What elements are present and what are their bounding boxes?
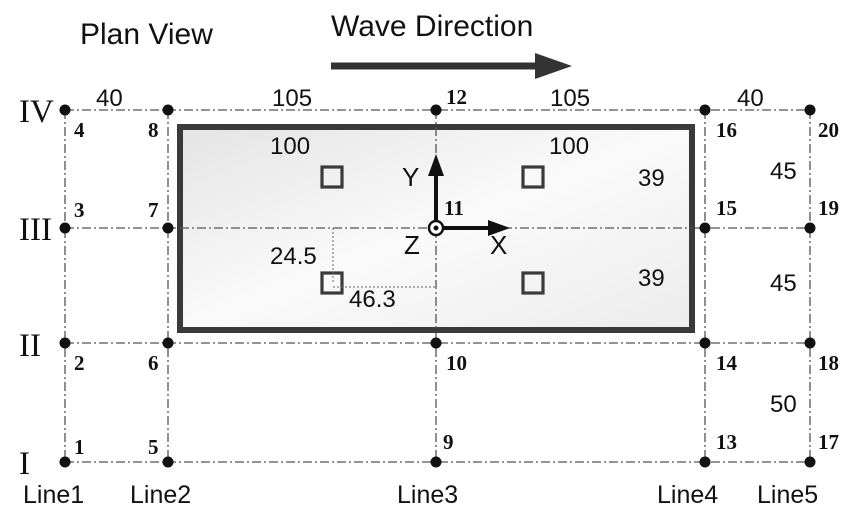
node-point-14 bbox=[699, 337, 711, 349]
node-label-19: 19 bbox=[818, 196, 839, 220]
column-square bbox=[320, 165, 344, 189]
node-label-17: 17 bbox=[818, 430, 839, 454]
dim-right-upper: 39 bbox=[638, 165, 665, 192]
node-label-6: 6 bbox=[148, 351, 159, 375]
node-label-5: 5 bbox=[148, 435, 159, 459]
spacing-right-2: 45 bbox=[770, 270, 797, 297]
y-axis-arrowhead bbox=[428, 154, 444, 176]
line-label-5: Line5 bbox=[757, 481, 818, 509]
node-point-5 bbox=[162, 456, 174, 468]
node-label-13: 13 bbox=[716, 430, 737, 454]
row-label-iii: III bbox=[19, 212, 52, 248]
node-label-3: 3 bbox=[74, 198, 85, 222]
spacing-top-3: 105 bbox=[550, 85, 590, 112]
offset-dimension-lines bbox=[332, 228, 436, 288]
node-point-3 bbox=[59, 222, 71, 234]
node-point-17 bbox=[804, 456, 816, 468]
node-point-10 bbox=[430, 337, 442, 349]
node-point-9 bbox=[430, 456, 442, 468]
node-label-18: 18 bbox=[818, 351, 839, 375]
row-label-ii: II bbox=[19, 328, 41, 364]
coordinate-axes bbox=[427, 154, 510, 237]
node-label-9: 9 bbox=[443, 430, 454, 454]
column-square bbox=[320, 271, 344, 295]
node-label-7: 7 bbox=[148, 198, 159, 222]
node-point-18 bbox=[804, 337, 816, 349]
x-axis-label: X bbox=[490, 230, 507, 260]
node-label-1: 1 bbox=[74, 435, 85, 459]
line-label-2: Line2 bbox=[130, 481, 191, 509]
offset-x-label: 46.3 bbox=[349, 286, 396, 313]
dim-top-left: 100 bbox=[270, 133, 310, 160]
node-point-8 bbox=[162, 104, 174, 116]
wave-direction-arrow bbox=[331, 53, 572, 79]
node-label-15: 15 bbox=[716, 196, 737, 220]
y-axis-label: Y bbox=[402, 162, 419, 192]
node-point-15 bbox=[699, 222, 711, 234]
row-label-i: I bbox=[19, 446, 30, 482]
columns bbox=[320, 165, 545, 295]
wave-direction-label: Wave Direction bbox=[331, 10, 533, 43]
z-axis-label: Z bbox=[404, 230, 420, 260]
node-label-2: 2 bbox=[74, 351, 85, 375]
node-point-4 bbox=[59, 104, 71, 116]
node-point-7 bbox=[162, 222, 174, 234]
plan-view-title: Plan View bbox=[80, 18, 213, 51]
node-label-12: 12 bbox=[446, 85, 467, 109]
dim-top-right: 100 bbox=[549, 133, 589, 160]
node-point-6 bbox=[162, 337, 174, 349]
line-label-3: Line3 bbox=[397, 481, 458, 509]
spacing-top-4: 40 bbox=[737, 85, 764, 112]
node-point-2 bbox=[59, 337, 71, 349]
x-axis-arrowhead bbox=[488, 220, 510, 236]
node-point-16 bbox=[699, 104, 711, 116]
line-label-4: Line4 bbox=[657, 481, 718, 509]
line-label-1: Line1 bbox=[23, 481, 84, 509]
node-point-1 bbox=[59, 456, 71, 468]
column-square bbox=[521, 271, 545, 295]
node-point-13 bbox=[699, 456, 711, 468]
node-label-14: 14 bbox=[716, 351, 738, 375]
node-points bbox=[59, 104, 816, 468]
row-label-iv: IV bbox=[19, 94, 54, 130]
node-point-20 bbox=[804, 104, 816, 116]
column-square bbox=[521, 165, 545, 189]
spacing-right-1: 45 bbox=[770, 158, 797, 185]
node-label-20: 20 bbox=[818, 118, 839, 142]
dim-right-lower: 39 bbox=[638, 265, 665, 292]
node-label-4: 4 bbox=[74, 118, 85, 142]
node-label-16: 16 bbox=[716, 118, 737, 142]
node-point-12 bbox=[430, 104, 442, 116]
spacing-top-1: 40 bbox=[96, 85, 123, 112]
offset-y-label: 24.5 bbox=[270, 243, 317, 270]
spacing-right-3: 50 bbox=[770, 391, 797, 418]
spacing-top-2: 105 bbox=[272, 85, 312, 112]
node-label-10: 10 bbox=[446, 351, 467, 375]
node-point-19 bbox=[804, 222, 816, 234]
node-label-8: 8 bbox=[148, 118, 159, 142]
node-label-11: 11 bbox=[444, 196, 464, 220]
